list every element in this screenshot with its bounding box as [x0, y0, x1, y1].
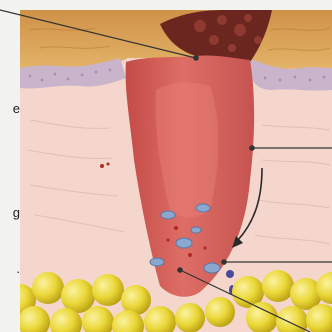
diagram-canvas: e g .	[0, 0, 332, 332]
wound-cross-section-illustration	[0, 0, 332, 332]
